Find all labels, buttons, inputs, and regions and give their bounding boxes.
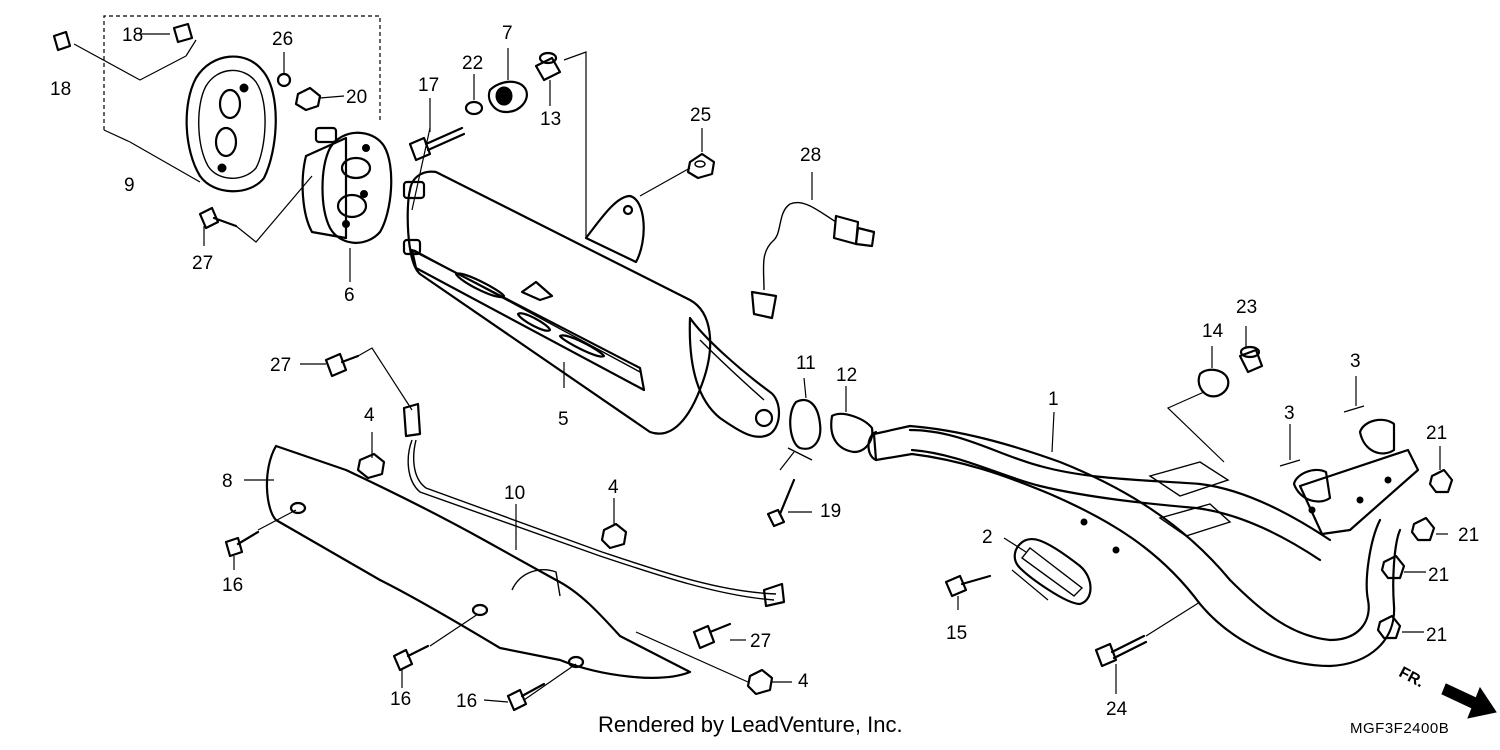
callout-21: 21	[1458, 525, 1480, 546]
callout-27: 27	[270, 355, 292, 376]
muffler-tail-end	[301, 126, 393, 244]
front-arrow-icon	[1441, 683, 1497, 719]
callout-3: 3	[1284, 403, 1295, 424]
grommet-14	[1197, 368, 1230, 398]
group-bracket-9	[103, 15, 381, 183]
bolt-27-low	[692, 622, 732, 650]
nut-4a	[356, 452, 386, 480]
callout-20: 20	[346, 87, 368, 108]
bolt-16a	[224, 530, 260, 558]
callout-4: 4	[608, 477, 619, 498]
oxygen-sensor	[750, 201, 876, 320]
callout-5: 5	[558, 409, 569, 430]
clamp-11	[787, 398, 822, 461]
callout-27: 27	[192, 253, 214, 274]
callout-22: 22	[462, 53, 484, 74]
callout-16: 16	[390, 689, 412, 710]
bolt-24	[1094, 634, 1148, 668]
leader-lines	[73, 33, 1448, 703]
callout-9: 9	[124, 175, 135, 196]
callout-17: 17	[418, 75, 440, 96]
callout-6: 6	[344, 285, 355, 306]
callout-23: 23	[1236, 297, 1258, 318]
bolt-27-mid	[324, 352, 360, 378]
callout-16: 16	[456, 691, 478, 712]
grommet-7	[487, 80, 528, 114]
callout-2: 2	[982, 527, 993, 548]
bolt-16c	[506, 682, 546, 712]
callout-4: 4	[798, 671, 809, 692]
exhaust-pipe	[867, 418, 1420, 668]
bolt-18-top	[172, 22, 194, 44]
bolt-15	[944, 574, 992, 598]
callout-7: 7	[502, 23, 513, 44]
callout-21: 21	[1426, 625, 1448, 646]
heat-shield-plate-2	[1013, 537, 1092, 606]
nut-21d	[1376, 614, 1402, 640]
callout-16: 16	[222, 575, 244, 596]
bolt-17	[408, 126, 466, 162]
washer-26	[276, 72, 292, 88]
bolt-16b	[392, 644, 430, 672]
callout-15: 15	[946, 623, 968, 644]
callout-3: 3	[1350, 351, 1361, 372]
callout-18: 18	[122, 25, 144, 46]
callout-13: 13	[540, 109, 562, 130]
callout-11: 11	[796, 353, 816, 374]
callout-1: 1	[1048, 389, 1059, 410]
nut-25	[686, 152, 716, 180]
gasket-3b	[1343, 405, 1365, 413]
collar-23	[1238, 345, 1264, 374]
callout-18: 18	[50, 79, 72, 100]
muffler-body	[402, 170, 781, 438]
callout-21: 21	[1428, 565, 1450, 586]
strap-10	[402, 402, 786, 608]
callout-24: 24	[1106, 699, 1128, 720]
washer-22	[464, 100, 484, 116]
bolt-19	[766, 478, 796, 528]
callout-8: 8	[222, 471, 233, 492]
nut-4c	[746, 668, 774, 696]
gasket-3a	[1279, 459, 1301, 467]
callout-25: 25	[690, 105, 712, 126]
nut-20	[294, 86, 322, 112]
callout-19: 19	[820, 501, 842, 522]
muffler-end-cover	[185, 55, 277, 193]
diagram-code: MGF3F2400B	[1350, 720, 1450, 737]
gasket-12	[830, 412, 874, 454]
callout-10: 10	[504, 483, 526, 504]
nut-4b	[600, 522, 628, 550]
nut-21a	[1428, 468, 1454, 494]
callout-26: 26	[272, 29, 294, 50]
callout-21: 21	[1426, 423, 1448, 444]
callout-27: 27	[750, 631, 772, 652]
heat-shield-8	[265, 444, 692, 679]
collar-13	[534, 51, 562, 82]
callout-28: 28	[800, 145, 822, 166]
bolt-27-top	[198, 206, 238, 230]
nut-21b	[1410, 516, 1436, 542]
callout-14: 14	[1202, 321, 1224, 342]
render-credit: Rendered by LeadVenture, Inc.	[598, 712, 903, 737]
callout-4: 4	[364, 405, 375, 426]
nut-21c	[1380, 554, 1406, 580]
bolt-18-left	[52, 30, 72, 52]
callout-12: 12	[836, 365, 858, 386]
